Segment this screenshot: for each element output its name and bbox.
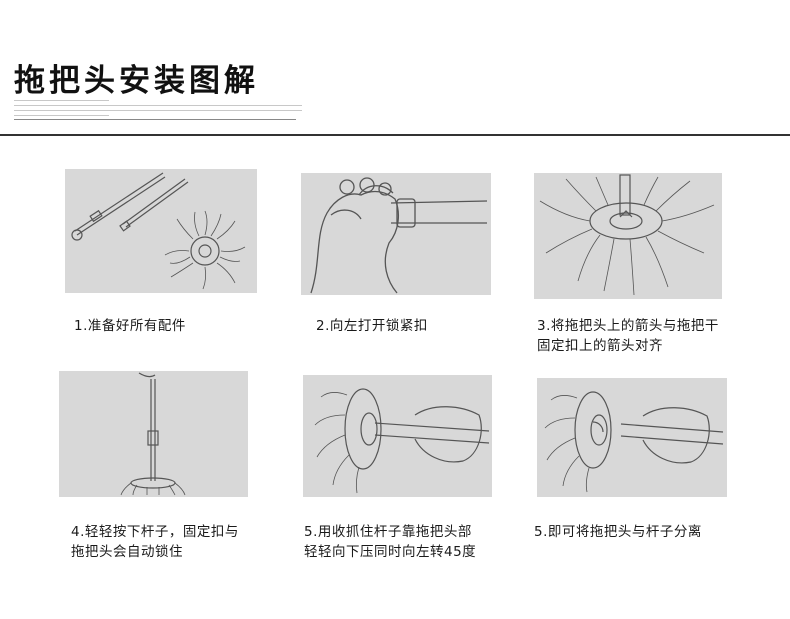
decorative-fine-text-lines [14,100,304,120]
step-3-illustration [534,173,722,299]
section-divider [0,134,790,136]
step-6-illustration [537,378,727,497]
step-3-caption: 3.将拖把头上的箭头与拖把干 固定扣上的箭头对齐 [537,318,719,354]
step-4-caption: 4.轻轻按下杆子，固定扣与 拖把头会自动锁住 [71,524,239,560]
page-title: 拖把头安装图解 [14,63,259,99]
step-1-caption: 1.准备好所有配件 [74,318,186,334]
step-2-caption: 2.向左打开锁紧扣 [316,318,428,334]
step-1-illustration [65,169,257,293]
step-5-caption: 5.用收抓住杆子靠拖把头部 轻轻向下压同时向左转45度 [304,524,477,560]
step-4-illustration [59,371,248,497]
step-5-illustration [303,375,492,497]
title-underline [14,119,296,120]
step-2-illustration [301,173,491,295]
step-6-caption: 5.即可将拖把头与杆子分离 [534,524,702,540]
